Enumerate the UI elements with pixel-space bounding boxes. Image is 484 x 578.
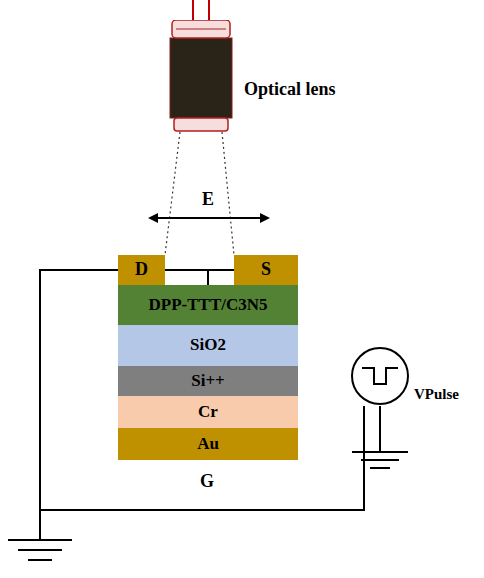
- layer-label: SiO2: [190, 336, 226, 355]
- gate-label: G: [200, 472, 214, 492]
- layer-label: DPP-TTT/C3N5: [149, 296, 268, 315]
- chromium-layer: Cr: [118, 396, 298, 428]
- drain-electrode: D: [118, 255, 165, 285]
- silicon-layer: Si++: [118, 366, 298, 396]
- node-label: VPulse: [414, 386, 459, 403]
- layer-label: D: [135, 260, 148, 280]
- beam-line: [165, 132, 180, 255]
- source-electrode: S: [234, 255, 298, 285]
- optical-lens: Optical lens: [168, 20, 234, 132]
- layer-label: Si++: [191, 372, 225, 391]
- active-layer: DPP-TTT/C3N5: [118, 285, 298, 325]
- lens-wire: [208, 0, 210, 22]
- node-label: Optical lens: [244, 80, 336, 100]
- lens-shape: [168, 20, 234, 132]
- ground-wire: [39, 510, 41, 540]
- oxide-layer: SiO2: [118, 325, 298, 366]
- ground-symbol: [28, 559, 52, 561]
- ground-symbol: [361, 459, 399, 461]
- ground-symbol: [370, 467, 390, 469]
- polarization-arrow: [150, 217, 268, 219]
- ground-symbol: [352, 451, 408, 453]
- ground-wire: [379, 406, 381, 452]
- pulse-source: VPulse: [350, 346, 410, 406]
- wire: [40, 270, 364, 510]
- field-label: E: [202, 190, 214, 210]
- gold-layer: Au: [118, 428, 298, 460]
- layer-label: Cr: [198, 403, 218, 422]
- ground-symbol: [8, 539, 72, 541]
- lens-wire: [192, 0, 194, 22]
- layer-label: S: [261, 260, 271, 280]
- beam-line: [222, 132, 234, 255]
- ground-symbol: [18, 549, 62, 551]
- pulse-source-symbol: [350, 346, 410, 406]
- layer-label: Au: [197, 435, 219, 454]
